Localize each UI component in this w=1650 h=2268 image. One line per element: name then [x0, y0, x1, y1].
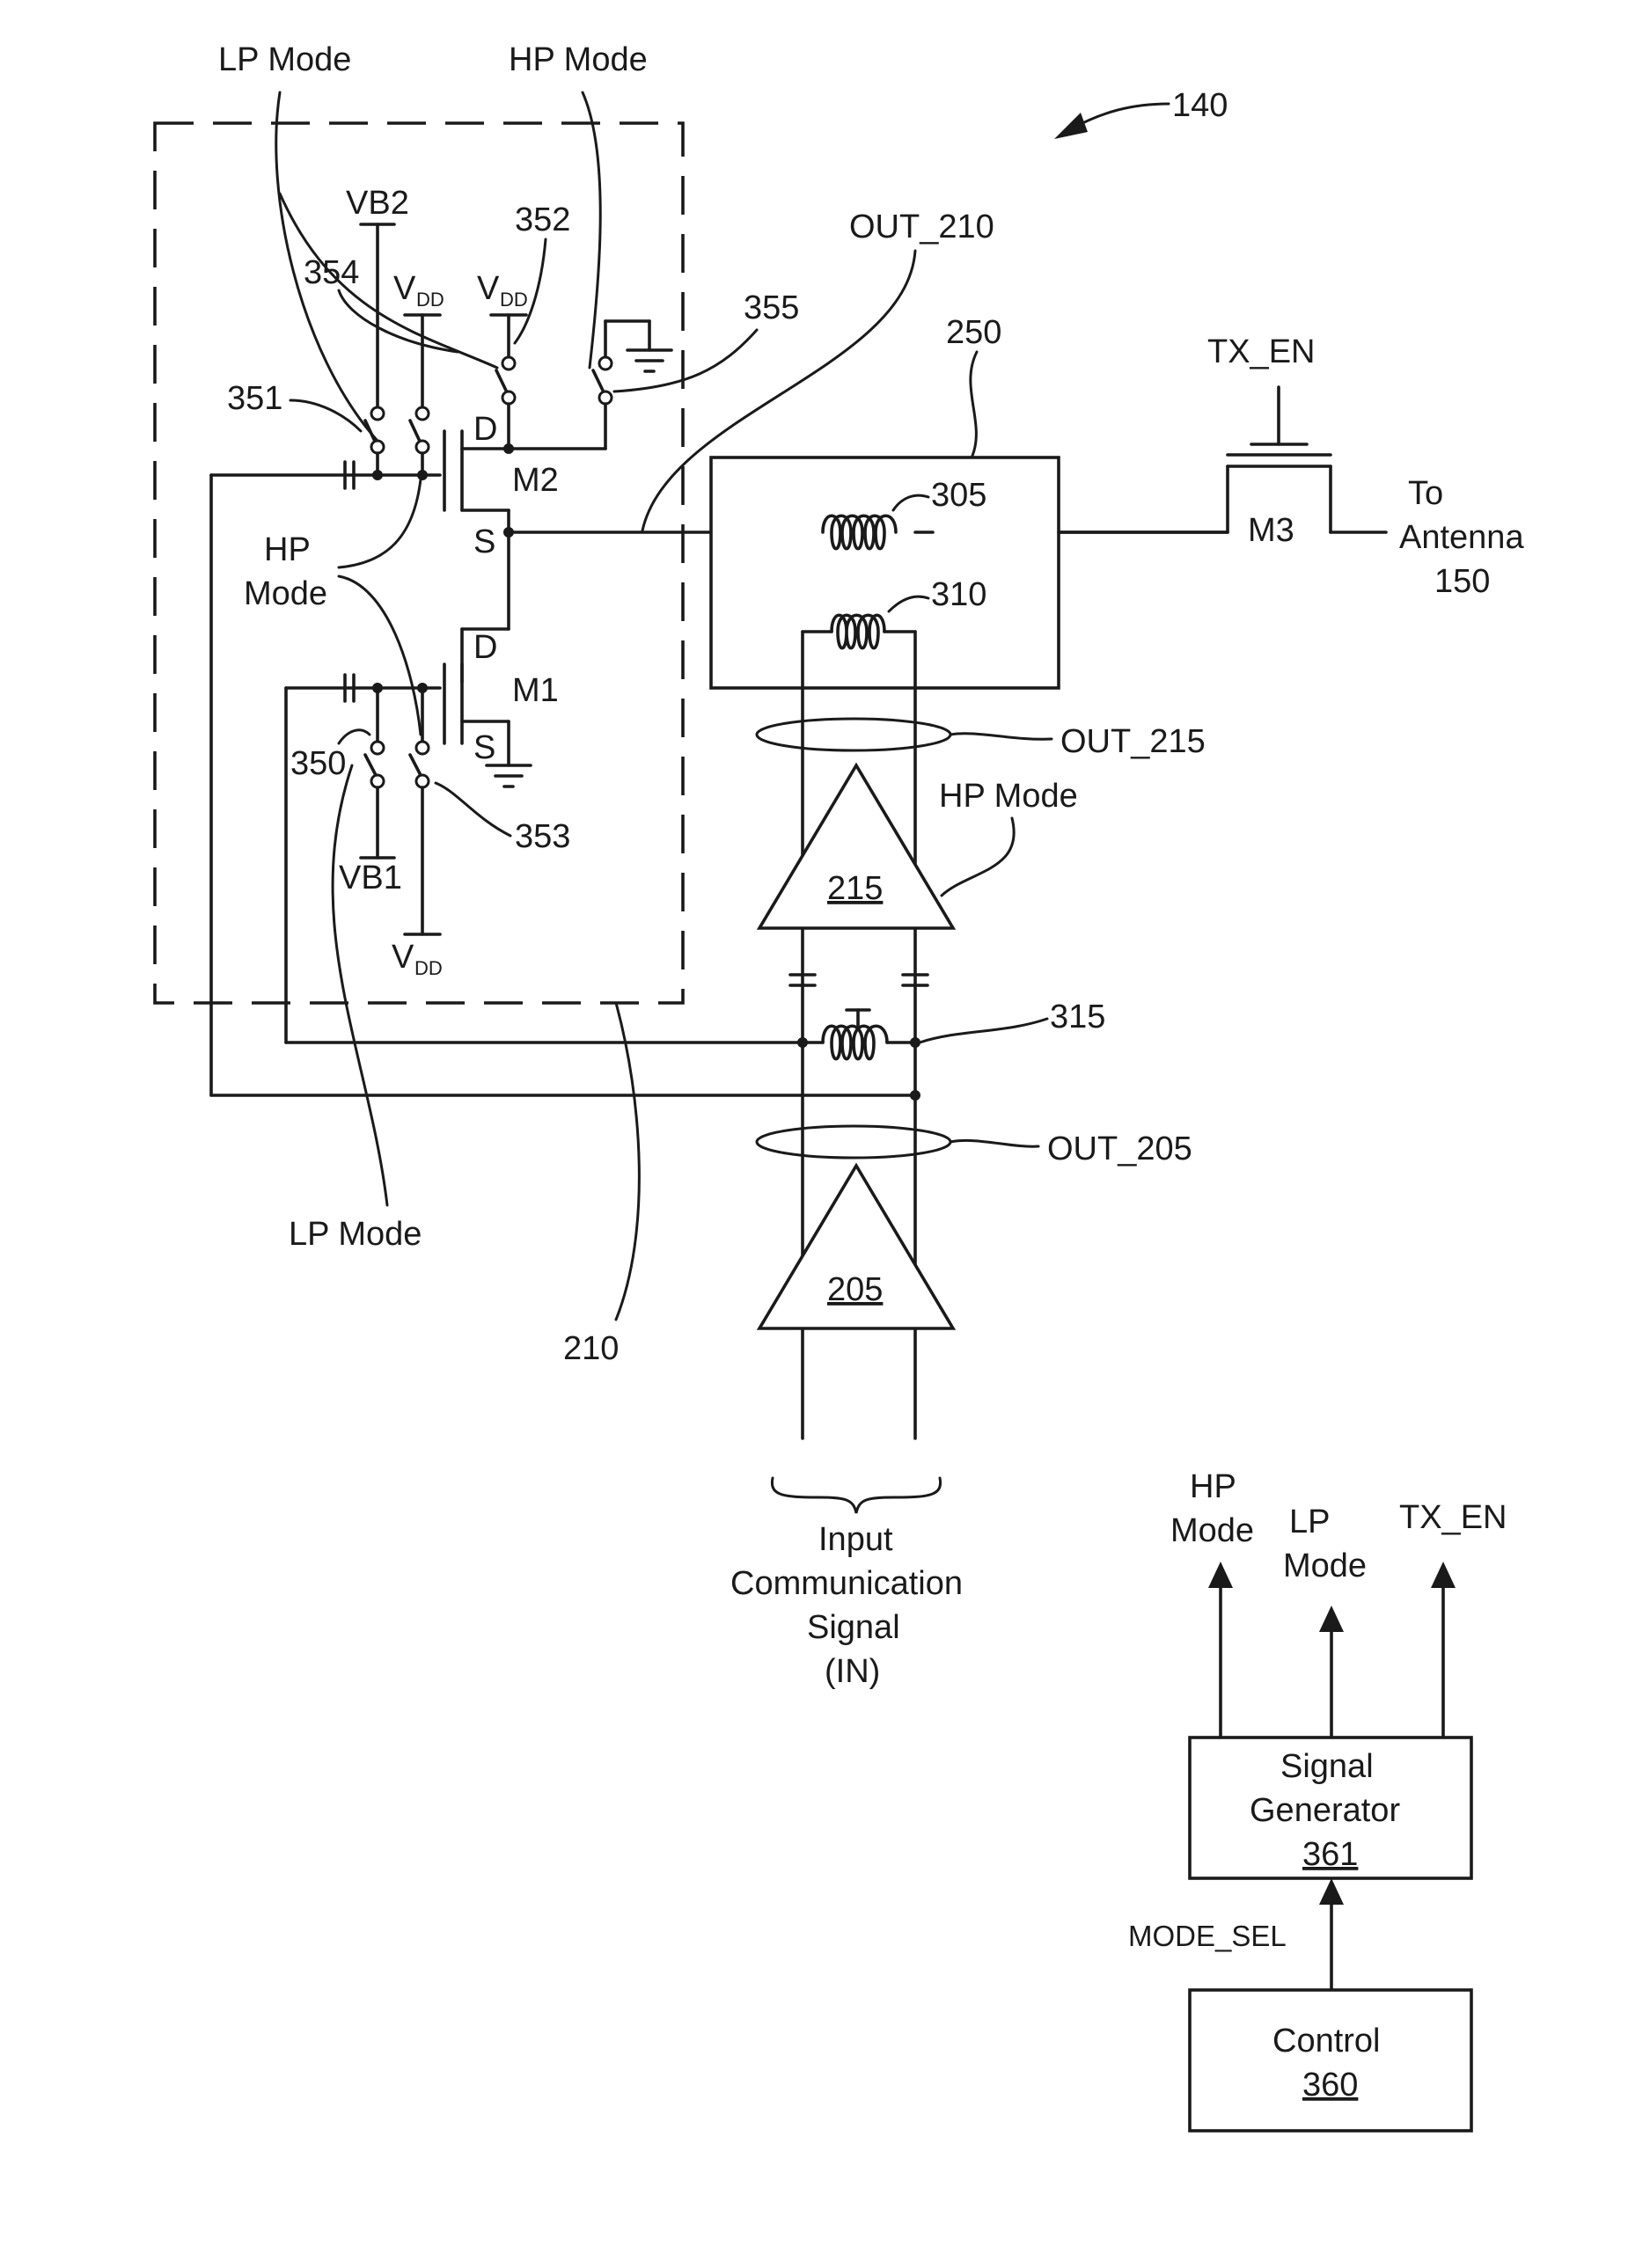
svg-text:140: 140	[1172, 87, 1228, 124]
lp-mode-label-bottom: LP Mode	[289, 1216, 422, 1253]
block-210-callout: 210	[563, 1003, 639, 1367]
svg-text:DD: DD	[414, 957, 443, 979]
svg-text:DD: DD	[500, 289, 528, 311]
switch-355	[593, 321, 649, 449]
input-signal-label: Input Communication Signal (IN)	[730, 1521, 963, 1690]
tx-en-label: TX_EN	[1207, 333, 1315, 370]
vdd-label-354: V DD	[393, 270, 444, 311]
transistor-m3: M3	[1228, 387, 1386, 549]
svg-text:Signal: Signal	[807, 1609, 900, 1646]
out-205-label: OUT_205	[1047, 1130, 1192, 1167]
svg-text:DD: DD	[416, 289, 444, 311]
ground-icon-m1	[487, 765, 531, 786]
svg-text:150: 150	[1434, 563, 1490, 600]
label-354: 354	[304, 254, 359, 291]
svg-text:Communication: Communication	[730, 1565, 963, 1602]
label-351: 351	[227, 380, 282, 417]
label-353: 353	[515, 818, 570, 855]
svg-text:S: S	[473, 523, 495, 560]
label-355: 355	[744, 289, 799, 326]
out-210-label: OUT_210	[849, 209, 994, 245]
svg-text:360: 360	[1302, 2067, 1358, 2103]
arrow-up-icon-lp	[1319, 1606, 1344, 1632]
svg-text:HP: HP	[1190, 1468, 1236, 1505]
svg-text:D: D	[473, 411, 497, 448]
out-215-bundle	[757, 719, 950, 750]
svg-text:V: V	[392, 939, 414, 976]
svg-text:361: 361	[1302, 1836, 1358, 1873]
arrow-up-icon-mode-sel	[1319, 1878, 1344, 1905]
transistor-m2: D M2 S	[444, 411, 605, 560]
svg-text:M2: M2	[512, 462, 559, 499]
svg-text:Antenna: Antenna	[1399, 519, 1524, 556]
svg-text:Generator: Generator	[1250, 1792, 1400, 1829]
input-brace	[772, 1478, 940, 1513]
svg-text:210: 210	[563, 1330, 619, 1367]
label-250: 250	[946, 314, 1001, 351]
arrow-up-icon-hp	[1208, 1562, 1233, 1588]
label-352: 352	[515, 201, 570, 238]
svg-text:TX_EN: TX_EN	[1399, 1499, 1507, 1536]
vb1-label: VB1	[339, 860, 402, 896]
mode-sel-label: MODE_SEL	[1128, 1920, 1287, 1952]
arrow-up-icon-tx	[1431, 1562, 1456, 1588]
svg-text:M1: M1	[512, 672, 559, 709]
inductor-305	[818, 515, 899, 550]
svg-text:Mode: Mode	[1170, 1512, 1254, 1549]
hp-left-label-2: Mode	[244, 575, 327, 612]
switch-353	[405, 688, 440, 934]
svg-text:Control: Control	[1272, 2023, 1381, 2059]
transistor-m1: D M1 S	[444, 629, 559, 766]
label-315: 315	[1050, 999, 1105, 1035]
inductor-315	[803, 1010, 915, 1060]
svg-text:M3: M3	[1248, 512, 1294, 549]
svg-text:Input: Input	[818, 1521, 893, 1558]
svg-text:V: V	[393, 270, 416, 307]
switch-350	[361, 688, 394, 858]
svg-text:Signal: Signal	[1280, 1748, 1374, 1785]
hp-left-label-1: HP	[264, 531, 311, 568]
out-205-bundle	[757, 1126, 950, 1158]
label-350: 350	[290, 745, 346, 782]
ground-icon-355	[627, 350, 671, 371]
switch-354	[410, 407, 429, 475]
vb2-label: VB2	[346, 185, 409, 222]
switch-352	[496, 357, 515, 449]
svg-text:LP: LP	[1289, 1503, 1330, 1540]
block-210-boundary	[155, 123, 683, 1003]
amplifier-215-label: 215	[827, 870, 883, 907]
amplifier-205-label: 205	[827, 1271, 883, 1308]
svg-text:D: D	[473, 629, 497, 666]
antenna-label: To Antenna 150	[1399, 475, 1524, 600]
svg-text:S: S	[473, 729, 495, 766]
lp-mode-label-top: LP Mode	[218, 41, 351, 78]
vdd-label-352: V DD	[477, 270, 528, 311]
control-360	[1190, 1990, 1471, 2131]
out-215-label: OUT_215	[1060, 723, 1206, 760]
svg-text:V: V	[477, 270, 500, 307]
svg-text:(IN): (IN)	[825, 1653, 880, 1690]
hp-mode-amp-label: HP Mode	[939, 778, 1078, 815]
vdd-label-353: V DD	[392, 939, 443, 979]
label-310: 310	[931, 576, 986, 613]
figure-ref-140: 140	[1054, 87, 1228, 139]
label-305: 305	[931, 477, 986, 514]
transformer-250	[711, 457, 1059, 688]
hp-mode-leader	[583, 92, 600, 368]
svg-text:Mode: Mode	[1283, 1547, 1367, 1584]
hp-mode-label-top: HP Mode	[509, 41, 648, 78]
switch-351	[365, 407, 384, 475]
svg-text:To: To	[1408, 475, 1443, 512]
